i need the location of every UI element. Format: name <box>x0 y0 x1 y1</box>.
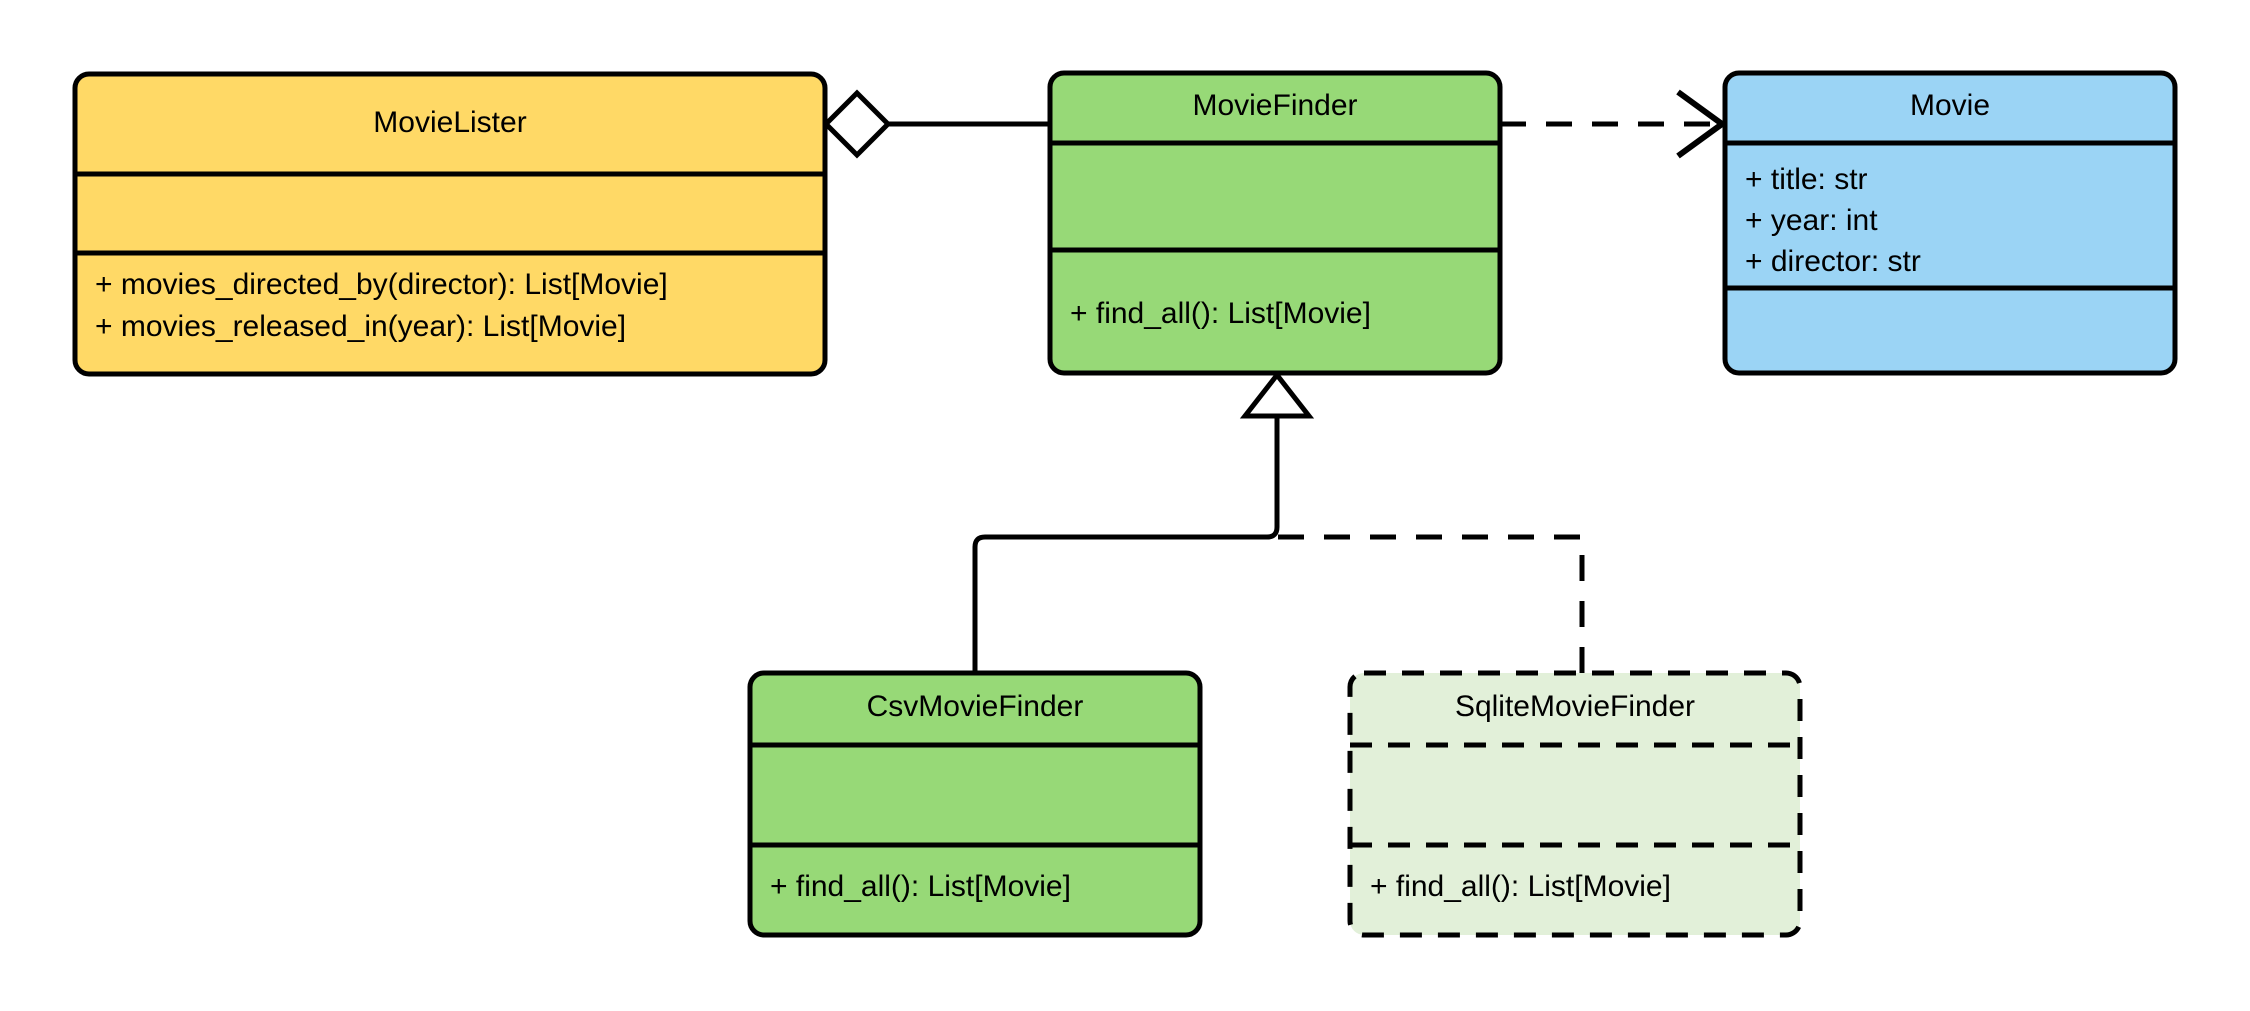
sqlite-movie-finder-title: SqliteMovieFinder <box>1455 690 1695 723</box>
csv-movie-finder-title: CsvMovieFinder <box>867 690 1084 723</box>
movie-attribute-1: + title: str <box>1745 163 1868 196</box>
movie-body[interactable] <box>1722 70 2178 376</box>
movie-finder-title: MovieFinder <box>1192 89 1357 122</box>
csv-movie-finder-method-1: + find_all(): List[Movie] <box>770 870 1071 903</box>
inheritance-sqlite-line <box>1277 534 1585 673</box>
movie-finder-method-1: + find_all(): List[Movie] <box>1070 297 1371 330</box>
relation-inheritance-csv-finder[interactable] <box>972 370 1315 673</box>
movie-lister-body[interactable] <box>72 71 828 377</box>
class-box-movie[interactable]: Movie + title: str + year: int + directo… <box>1722 70 2178 376</box>
movie-attribute-2: + year: int <box>1745 204 1878 237</box>
movie-lister-method-1: + movies_directed_by(director): List[Mov… <box>95 268 668 301</box>
relation-dependency-finder-movie[interactable] <box>1500 89 1728 159</box>
movie-lister-title: MovieLister <box>373 106 526 139</box>
aggregation-diamond-icon <box>822 89 892 159</box>
inheritance-triangle-icon <box>1239 370 1315 419</box>
class-box-movie-finder[interactable]: MovieFinder + find_all(): List[Movie] <box>1047 70 1503 376</box>
movie-finder-body[interactable] <box>1047 70 1503 376</box>
sqlite-movie-finder-method-1: + find_all(): List[Movie] <box>1370 870 1671 903</box>
movie-title: Movie <box>1910 89 1990 122</box>
sqlite-movie-finder-fill[interactable] <box>1350 673 1800 935</box>
class-box-sqlite-movie-finder[interactable]: SqliteMovieFinder + find_all(): List[Mov… <box>1347 670 1803 938</box>
movie-lister-method-2: + movies_released_in(year): List[Movie] <box>95 310 626 343</box>
movie-attribute-3: + director: str <box>1745 245 1921 278</box>
class-box-movie-lister[interactable]: MovieLister + movies_directed_by(directo… <box>72 71 828 377</box>
class-box-csv-movie-finder[interactable]: CsvMovieFinder + find_all(): List[Movie] <box>747 670 1203 938</box>
sqlite-movie-finder-border <box>1347 670 1803 938</box>
relation-aggregation-lister-finder[interactable] <box>822 89 1050 159</box>
relation-inheritance-sqlite-finder[interactable] <box>1277 534 1585 673</box>
dependency-open-arrow-icon <box>1676 89 1728 159</box>
inheritance-csv-line <box>972 412 1280 673</box>
